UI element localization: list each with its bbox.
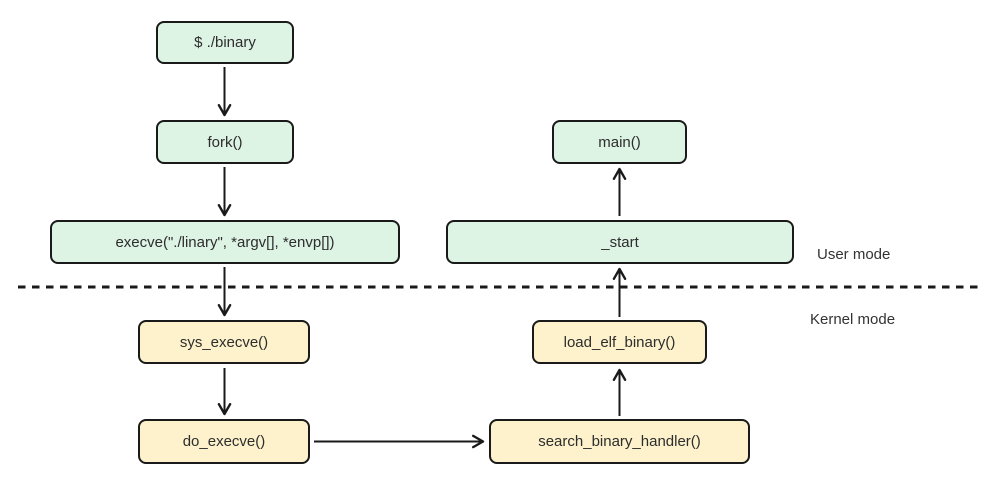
node-do-execve: do_execve() [138,419,310,464]
kernel-mode-label: Kernel mode [810,311,896,328]
node-fork: fork() [156,120,294,164]
node-main-label: main() [598,133,641,151]
node-main: main() [552,120,687,164]
node-do-execve-label: do_execve() [182,433,266,450]
node-fork-label: fork() [207,133,243,151]
user-mode-label: User mode [817,246,891,263]
node-cmd-binary: $ ./binary [156,21,294,64]
node-load-elf-binary-label: load_elf_binary() [563,333,676,351]
node-sys-execve-label: sys_execve() [179,333,269,351]
node-start: _start [446,220,794,264]
node-load-elf-binary: load_elf_binary() [532,320,707,364]
node-search-binary-handler: search_binary_handler() [489,419,750,464]
node-search-binary-handler-label: search_binary_handler() [538,433,701,450]
node-sys-execve: sys_execve() [138,320,310,364]
node-execve: execve("./linary", *argv[], *envp[]) [50,220,400,264]
node-execve-label: execve("./linary", *argv[], *envp[]) [115,233,335,251]
node-cmd-binary-label: $ ./binary [194,34,256,51]
node-start-label: _start [601,233,639,251]
